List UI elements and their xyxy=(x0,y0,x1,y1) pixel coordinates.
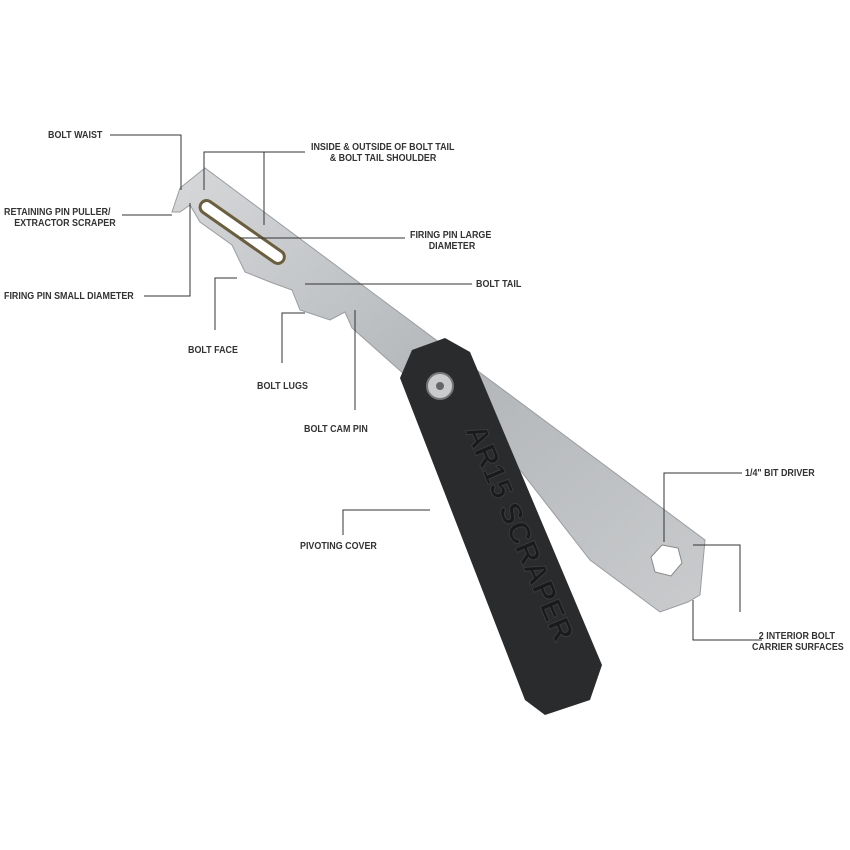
pivoting-cover-body xyxy=(400,338,602,715)
screw-head-icon xyxy=(436,382,444,390)
label-line: & BOLT TAIL SHOULDER xyxy=(329,152,437,164)
label-firing-pin-small: FIRING PIN SMALL DIAMETER xyxy=(4,290,134,302)
label-bolt-face: BOLT FACE xyxy=(188,344,238,356)
leader-lines xyxy=(110,134,762,641)
label-line: RETAINING PIN PULLER/ xyxy=(4,206,111,218)
label-line: CARRIER SURFACES xyxy=(752,641,844,653)
label-line: FIRING PIN LARGE xyxy=(410,229,492,241)
label-line: EXTRACTOR SCRAPER xyxy=(14,217,116,229)
label-pivoting-cover: PIVOTING COVER xyxy=(300,540,377,552)
label-bolt-waist: BOLT WAIST xyxy=(48,129,103,141)
label-bolt-cam-pin: BOLT CAM PIN xyxy=(304,423,368,435)
label-retaining-pin-puller: RETAINING PIN PULLER/EXTRACTOR SCRAPER xyxy=(4,207,116,229)
label-bolt-tail: BOLT TAIL xyxy=(476,278,522,290)
label-line: DIAMETER xyxy=(428,240,476,252)
label-bolt-tail-inside-outside: INSIDE & OUTSIDE OF BOLT TAIL& BOLT TAIL… xyxy=(311,142,454,164)
hex-bit-driver xyxy=(650,544,683,577)
label-line: INSIDE & OUTSIDE OF BOLT TAIL xyxy=(311,141,455,153)
bolt-tail-slot xyxy=(198,199,286,265)
label-line: 2 INTERIOR BOLT xyxy=(758,630,835,642)
label-bolt-lugs: BOLT LUGS xyxy=(257,380,308,392)
label-bit-driver: 1/4" BIT DRIVER xyxy=(745,467,815,479)
